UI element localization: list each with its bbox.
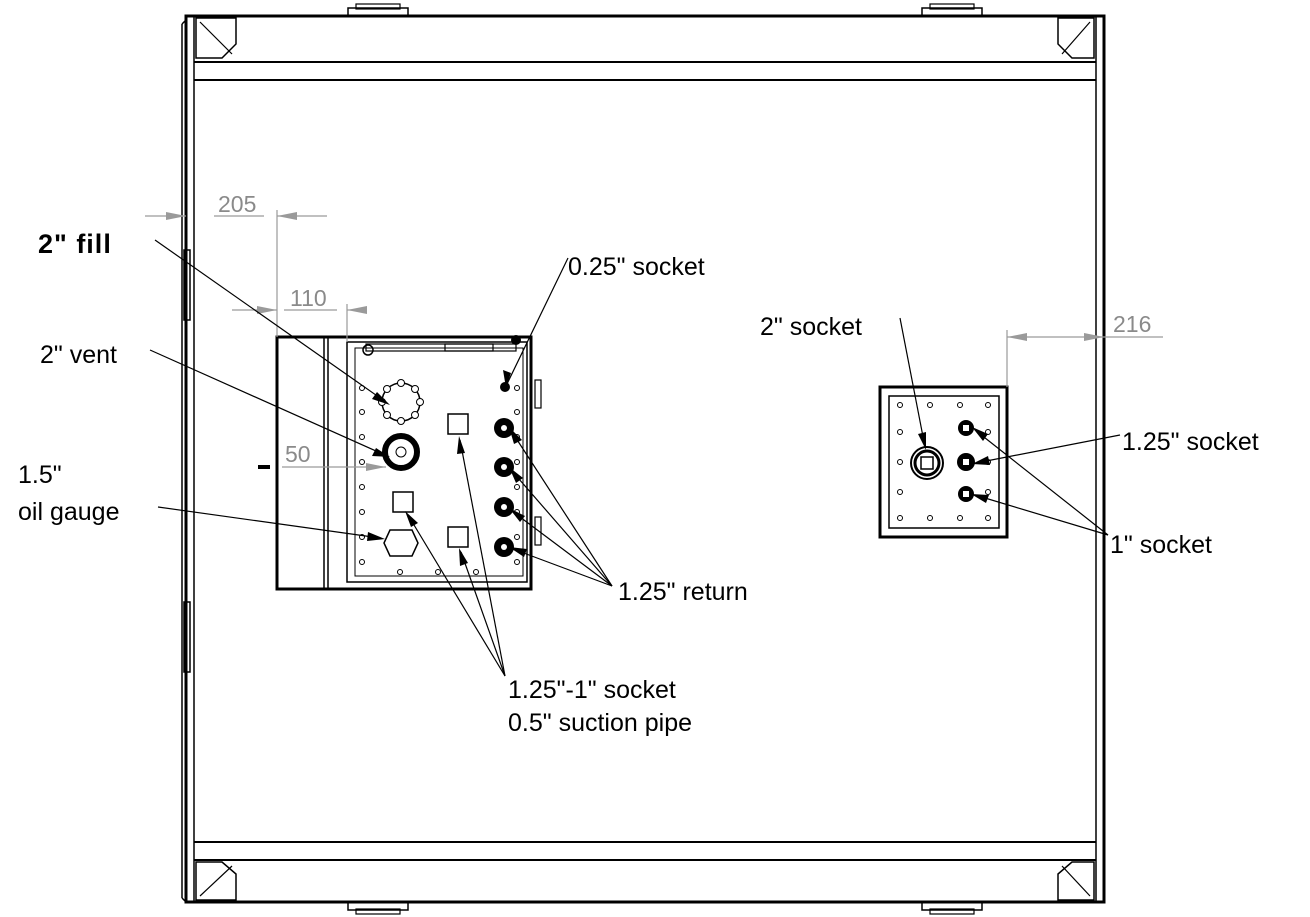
vent-label: 2" vent — [40, 341, 117, 369]
right-sockets — [957, 420, 975, 502]
dim-110-label: 110 — [290, 285, 327, 311]
dimension-110 — [232, 304, 367, 342]
dim-216-label: 216 — [1113, 311, 1151, 337]
socket-square-icon — [447, 413, 469, 435]
socket-125-label: 1.25" socket — [1122, 428, 1259, 456]
lifting-lugs — [347, 3, 983, 915]
one-inch-socket-label: 1" socket — [1110, 531, 1212, 559]
left-fittings-plate — [275, 335, 542, 591]
two-inch-socket-label: 2" socket — [760, 313, 862, 341]
right-fittings-plate — [878, 385, 1009, 539]
return-label: 1.25" return — [618, 578, 748, 606]
socket-125-1-label: 1.25"-1" socket — [508, 676, 676, 704]
socket-square-icon — [447, 526, 469, 548]
leaders — [149, 239, 1121, 677]
quarter-inch-socket-icon — [500, 382, 510, 392]
gauge-size-label: 1.5" — [18, 461, 62, 489]
plate-holes — [897, 402, 991, 521]
socket-square-icon — [392, 491, 414, 513]
gauge-name-label: oil gauge — [18, 498, 119, 526]
dimension-216 — [1006, 330, 1163, 387]
tank-body — [181, 14, 1106, 904]
dim-205-label: 205 — [218, 191, 256, 217]
suction-pipe-label: 0.5" suction pipe — [508, 709, 692, 737]
dimension-205 — [145, 210, 327, 337]
vent-icon — [382, 433, 420, 471]
dimension-50 — [282, 463, 386, 471]
fill-label: 2" fill — [38, 229, 112, 259]
dim-50-label: 50 — [285, 441, 311, 467]
plate-holes — [359, 385, 520, 575]
corner-brackets — [195, 17, 1095, 901]
two-inch-socket-icon — [910, 446, 944, 480]
quarter-socket-label: 0.25" socket — [568, 253, 705, 281]
return-sockets — [494, 418, 514, 557]
oil-gauge-icon — [383, 529, 419, 557]
